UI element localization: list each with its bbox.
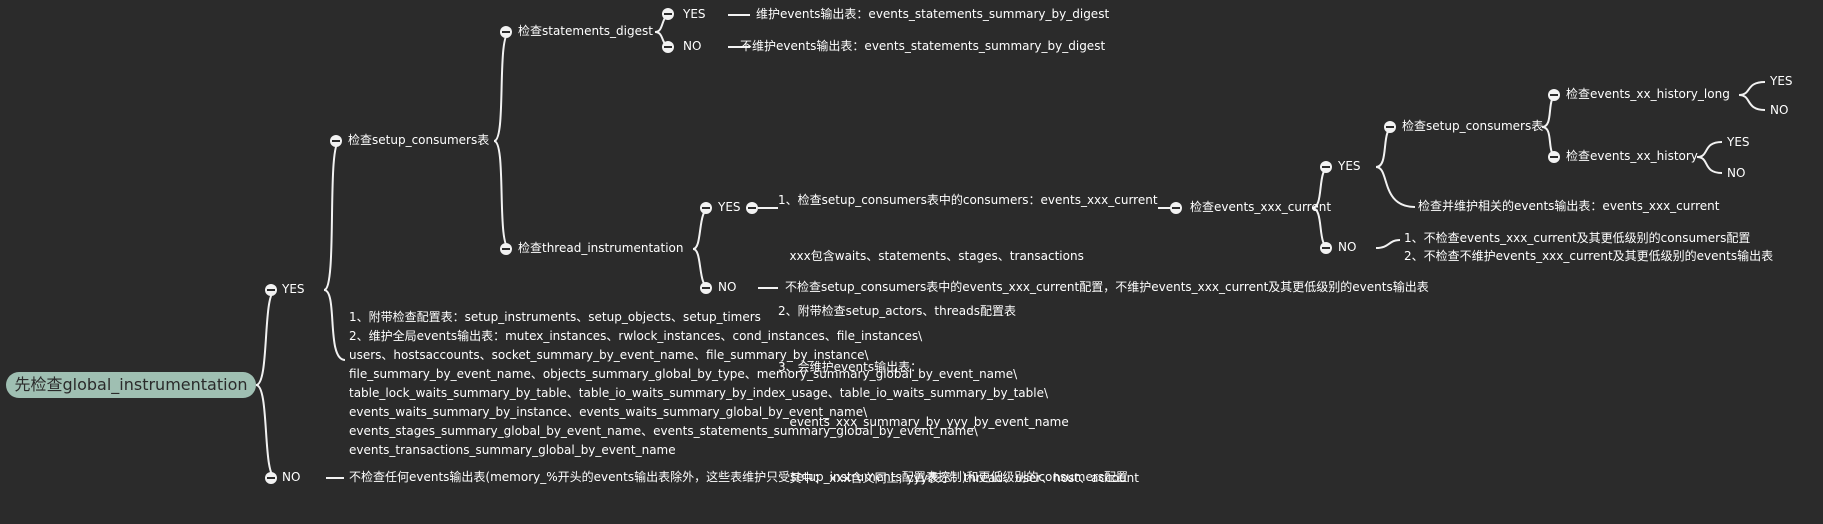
history-node[interactable]: 检查events_xx_history [1566, 149, 1698, 163]
thread-no-label[interactable]: NO [718, 280, 737, 294]
link-cyes-consumers [1375, 126, 1395, 168]
thread-yes-line: 1、检查setup_consumers表中的consumers：events_x… [778, 193, 1158, 207]
global-yes-details[interactable]: 1、附带检查配置表：setup_instruments、setup_object… [349, 308, 1048, 460]
thread-no-text[interactable]: 不检查setup_consumers表中的events_xxx_current配… [785, 280, 1429, 294]
collapse-current-yes-icon[interactable] [1320, 161, 1332, 173]
thread-yes-line: 3、会维护events输出表： [778, 359, 923, 374]
thread-yes-label[interactable]: YES [718, 200, 741, 214]
current-yes-label[interactable]: YES [1338, 159, 1361, 173]
collapse-digest-icon[interactable] [500, 26, 512, 38]
link-cyes-maintain [1375, 166, 1416, 208]
history-long-yes-label[interactable]: YES [1770, 74, 1793, 88]
mind-map: 先检查global_instrumentation YES NO 不检查任何ev… [6, 7, 1793, 485]
collapse-thread-no-icon[interactable] [700, 282, 712, 294]
history-yes-label[interactable]: YES [1727, 135, 1750, 149]
global-yes-line: 1、附带检查配置表：setup_instruments、setup_object… [349, 310, 761, 324]
collapse-digest-no-icon[interactable] [662, 41, 674, 53]
thread-yes-details[interactable]: 1、检查setup_consumers表中的consumers：events_x… [778, 154, 1158, 524]
current-no-details[interactable]: 1、不检查events_xxx_current及其更低级别的consumers配… [1404, 229, 1773, 265]
current-no-label[interactable]: NO [1338, 240, 1357, 254]
thread-instrumentation-node[interactable]: 检查thread_instrumentation [518, 241, 684, 255]
history-no-label[interactable]: NO [1727, 166, 1746, 180]
current-yes-consumers-node[interactable]: 检查setup_consumers表 [1402, 119, 1544, 133]
link-consumers-thread [493, 140, 511, 250]
collapse-digest-yes-icon[interactable] [662, 8, 674, 20]
collapse-hist-icon[interactable] [1548, 151, 1560, 163]
current-no-line: 1、不检查events_xxx_current及其更低级别的consumers配… [1404, 231, 1751, 245]
link-root-no [255, 384, 277, 479]
link-h-no [1696, 156, 1723, 174]
link-yes-consumers [323, 140, 341, 291]
thread-yes-line: xxx包含waits、statements、stages、transaction… [778, 248, 1084, 263]
root-node[interactable]: 先检查global_instrumentation [6, 372, 256, 398]
statements-digest-node[interactable]: 检查statements_digest [518, 24, 653, 38]
collapse-thread-icon[interactable] [500, 243, 512, 255]
collapse-current-icon[interactable] [1170, 202, 1182, 214]
link-thread-yes [692, 207, 711, 250]
collapse-thread-yes-icon[interactable] [700, 202, 712, 214]
thread-yes-line: 2、附带检查setup_actors、threads配置表 [778, 304, 1016, 318]
global-yes-line: events_stages_summary_global_by_event_na… [349, 424, 978, 438]
global-yes-line: file_summary_by_event_name、objects_summa… [349, 367, 1018, 381]
digest-no-label[interactable]: NO [683, 39, 702, 53]
digest-yes-text[interactable]: 维护events输出表：events_statements_summary_by… [756, 7, 1110, 21]
collapse-current-no-icon[interactable] [1320, 242, 1332, 254]
link-hl-yes [1738, 81, 1766, 96]
link-hl-no [1738, 94, 1766, 111]
collapse-yes-icon[interactable] [265, 284, 277, 296]
collapse-consumers-icon[interactable] [330, 135, 342, 147]
history-long-node[interactable]: 检查events_xx_history_long [1566, 87, 1730, 101]
global-yes-line: events_waits_summary_by_instance、events_… [349, 405, 868, 419]
global-no-label[interactable]: NO [282, 470, 301, 484]
thread-yes-line: 其中： xxx含义同上; yyy表示：thread、user、host、acco… [778, 470, 1139, 485]
collapse-cyes-consumers-icon[interactable] [1384, 121, 1396, 133]
history-long-no-label[interactable]: NO [1770, 103, 1789, 117]
events-current-node[interactable]: 检查events_xxx_current [1190, 200, 1332, 214]
collapse-details-icon[interactable] [746, 202, 758, 214]
link-root-yes [255, 289, 277, 386]
current-no-line: 2、不检查不维护events_xxx_current及其更低级别的events输… [1404, 249, 1774, 263]
digest-no-text[interactable]: 不维护events输出表：events_statements_summary_b… [740, 39, 1106, 53]
link-cno-text [1375, 239, 1401, 249]
link-consumers-digest [493, 31, 511, 142]
global-yes-line: users、hostsaccounts、socket_summary_by_ev… [349, 348, 869, 362]
global-yes-line: 2、维护全局events输出表：mutex_instances、rwlock_i… [349, 329, 923, 343]
thread-yes-line: events_xxx_summary_by_yyy_by_event_name [778, 415, 1069, 429]
collapse-hist-long-icon[interactable] [1548, 89, 1560, 101]
setup-consumers-node[interactable]: 检查setup_consumers表 [348, 133, 490, 147]
global-yes-line: table_lock_waits_summary_by_table、table_… [349, 386, 1049, 400]
link-yes-details [323, 289, 346, 361]
link-h-yes [1696, 141, 1723, 158]
digest-yes-label[interactable]: YES [683, 7, 706, 21]
collapse-no-icon[interactable] [265, 472, 277, 484]
global-yes-line: events_transactions_summary_global_by_ev… [349, 443, 676, 457]
global-no-text[interactable]: 不检查任何events输出表(memory_%开头的events输出表除外，这些… [349, 470, 1129, 484]
maintain-current-node[interactable]: 检查并维护相关的events输出表：events_xxx_current [1418, 199, 1720, 213]
global-yes-label[interactable]: YES [282, 282, 305, 296]
